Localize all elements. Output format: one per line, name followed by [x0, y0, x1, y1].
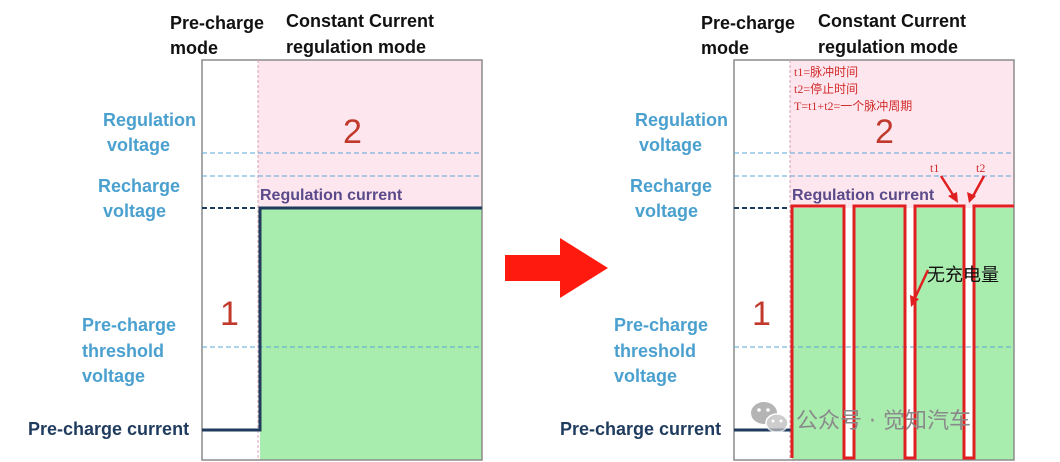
left-diagram-frame — [201, 59, 483, 461]
left-header-precharge: Pre-charge — [170, 13, 264, 33]
left-label-recharge-voltage: Recharge — [98, 176, 180, 196]
left-region-1-number: 1 — [220, 295, 239, 333]
no-charge-arrow-icon — [910, 269, 930, 307]
pulse-gap-2 — [905, 208, 915, 460]
pulse-gap-3 — [964, 208, 974, 460]
t2-arrow-icon — [967, 175, 986, 203]
left-region-green — [260, 208, 482, 460]
left-panel: Pre-charge mode Constant Current regulat… — [28, 11, 483, 461]
note-period: T=t1+t2=一个脉冲周期 — [794, 98, 912, 113]
right-header-precharge-2: mode — [701, 38, 749, 58]
right-header-cc-2: regulation mode — [818, 37, 958, 57]
left-current-profile — [202, 206, 482, 432]
no-charge-label: 无充电量 — [927, 265, 999, 286]
right-header-precharge: Pre-charge — [701, 13, 795, 33]
left-header-cc: Constant Current — [286, 11, 434, 31]
left-label-regulation-current: Regulation current — [260, 187, 403, 204]
t1-label: t1 — [930, 161, 939, 175]
left-label-threshold-3: voltage — [82, 366, 145, 386]
right-label-precharge-current: Pre-charge current — [560, 419, 721, 439]
left-header-cc-2: regulation mode — [286, 37, 426, 57]
watermark-text: 公众号 · 觉知汽车 — [796, 409, 971, 434]
left-label-recharge-voltage-2: voltage — [103, 201, 166, 221]
left-label-regulation-voltage-2: voltage — [107, 135, 170, 155]
left-header-precharge-2: mode — [170, 38, 218, 58]
right-label-regulation-current: Regulation current — [792, 187, 935, 204]
right-region-green — [792, 208, 1014, 460]
left-label-threshold-2: threshold — [82, 341, 164, 361]
left-label-regulation-voltage: Regulation — [103, 110, 196, 130]
right-label-regulation-voltage: Regulation — [635, 110, 728, 130]
pulse-gap-1 — [844, 208, 854, 460]
right-diagram-frame — [733, 59, 1015, 461]
left-region-pink — [258, 60, 482, 208]
right-region-2-number: 2 — [875, 113, 894, 151]
note-t1: t1=脉冲时间 — [794, 64, 858, 79]
left-label-threshold: Pre-charge — [82, 315, 176, 335]
right-label-recharge-voltage: Recharge — [630, 176, 712, 196]
right-region-1-number: 1 — [752, 295, 771, 333]
right-label-threshold-3: voltage — [614, 366, 677, 386]
right-label-regulation-voltage-2: voltage — [639, 135, 702, 155]
right-label-recharge-voltage-2: voltage — [635, 201, 698, 221]
right-pulse-profile — [790, 204, 1014, 460]
right-panel: Pre-charge mode Constant Current regulat… — [560, 11, 1015, 461]
right-arrow-icon — [505, 238, 608, 298]
right-label-threshold: Pre-charge — [614, 315, 708, 335]
left-label-precharge-current: Pre-charge current — [28, 419, 189, 439]
note-t2: t2=停止时间 — [794, 81, 858, 96]
t2-label: t2 — [976, 161, 985, 175]
watermark: 公众号 · 觉知汽车 — [751, 402, 971, 434]
right-label-threshold-2: threshold — [614, 341, 696, 361]
left-region-2-number: 2 — [343, 113, 362, 151]
right-header-cc: Constant Current — [818, 11, 966, 31]
t1-arrow-icon — [939, 175, 958, 203]
right-region-pink — [790, 60, 1014, 208]
wechat-icon — [751, 402, 789, 433]
